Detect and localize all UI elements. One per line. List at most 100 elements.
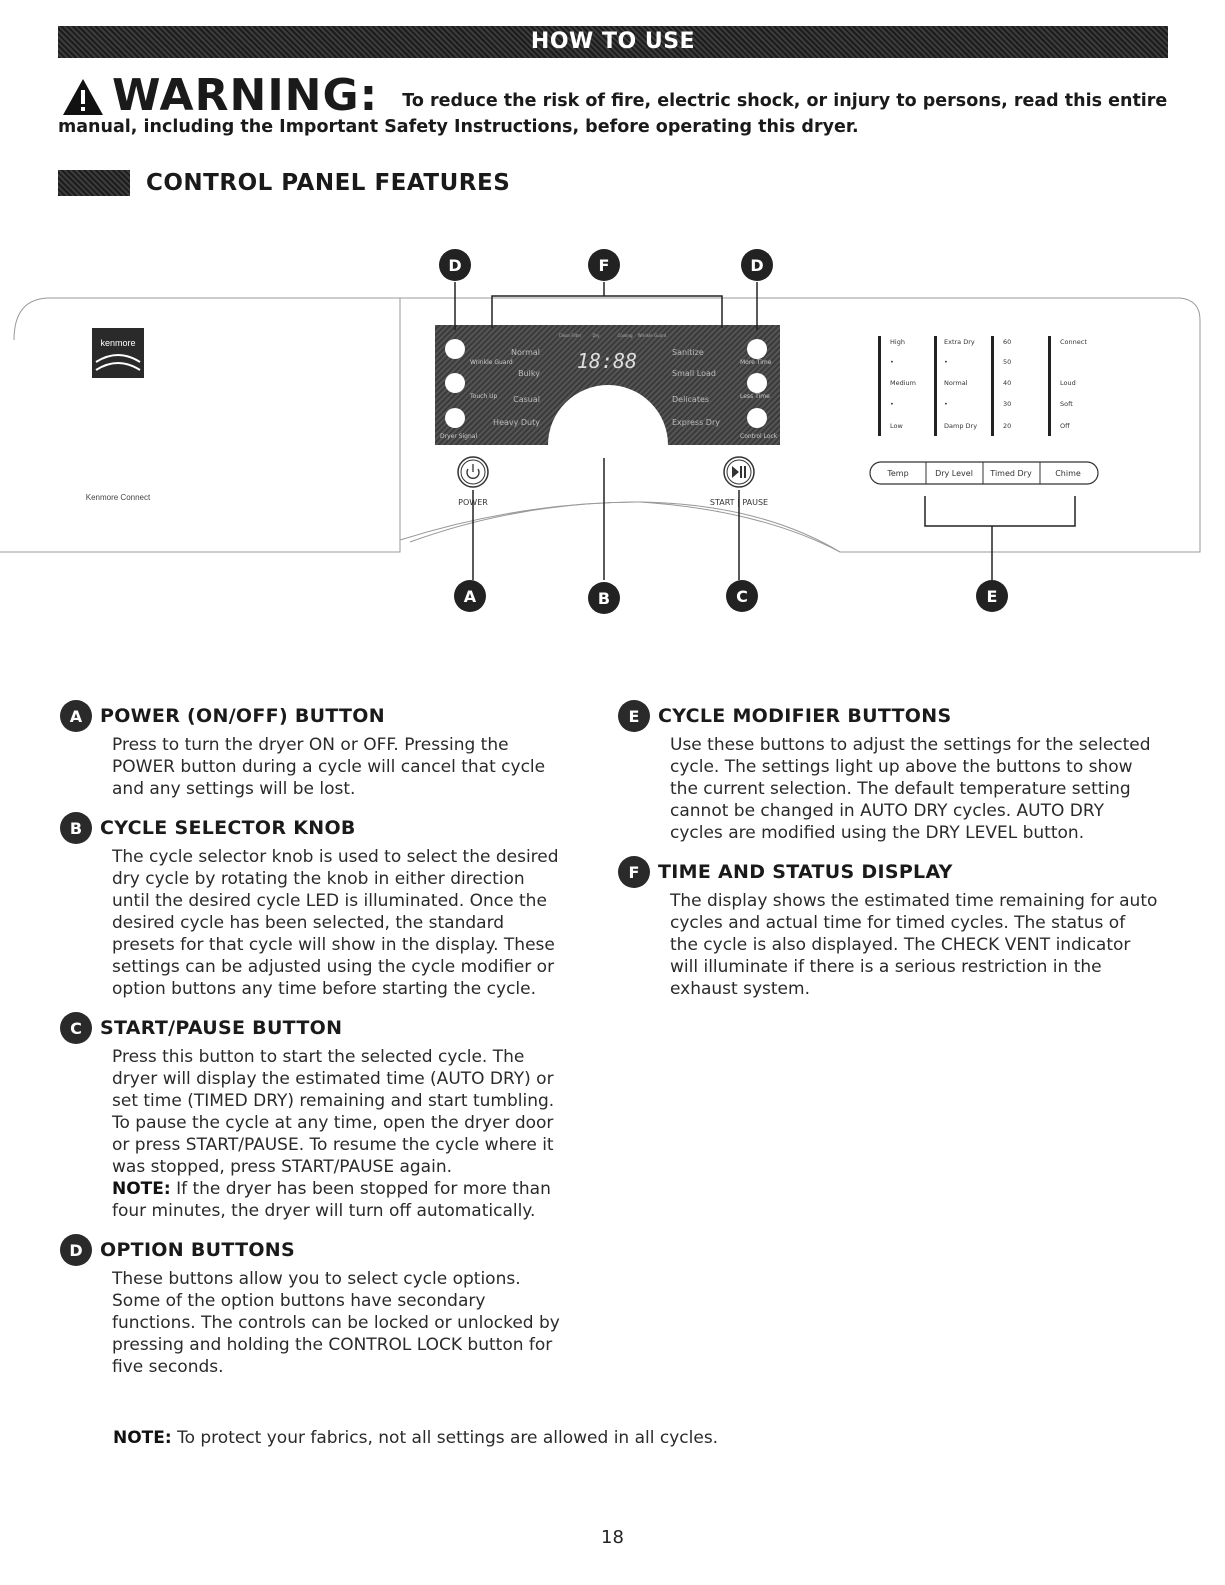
option-label: Dryer Signal [440, 433, 477, 440]
cycle-selector-knob[interactable] [548, 385, 668, 445]
svg-text:•: • [944, 400, 948, 408]
svg-text:Cooling: Cooling [618, 333, 633, 338]
modifier-chime[interactable]: Chime [1055, 469, 1081, 478]
note-label: NOTE: [112, 1179, 171, 1199]
item-time-status-display: F TIME AND STATUS DISPLAY The display sh… [618, 856, 1158, 1000]
badge-b: B [60, 812, 92, 844]
modifier-dry-level[interactable]: Dry Level [935, 469, 973, 478]
start-pause-button[interactable] [723, 456, 755, 488]
badge-e: E [618, 700, 650, 732]
svg-text:Off: Off [1060, 422, 1070, 430]
badge-d: D [60, 1234, 92, 1266]
callout-a [454, 580, 486, 612]
option-label: Touch Up [469, 393, 498, 400]
connect-label: Kenmore Connect [86, 493, 151, 502]
svg-text:Extra Dry: Extra Dry [944, 338, 975, 346]
cycle-label: Express Dry [672, 418, 720, 427]
time-display: 18:88 [577, 349, 637, 373]
item-body: The cycle selector knob is used to selec… [112, 847, 559, 999]
svg-text:F: F [599, 256, 610, 275]
svg-text:Low: Low [890, 422, 903, 430]
svg-text:Soft: Soft [1060, 400, 1073, 408]
panel-outline [0, 297, 1201, 553]
callout-badges: D F D A B C E [439, 249, 1008, 614]
svg-text:Dry: Dry [592, 333, 600, 338]
svg-text:C: C [736, 587, 748, 606]
callout-d-left [439, 249, 471, 281]
footer-note-label: NOTE: [113, 1428, 172, 1448]
svg-text:E: E [987, 587, 998, 606]
option-button-less-time[interactable] [747, 373, 767, 393]
option-button-wrinkle-guard[interactable] [445, 339, 465, 359]
warning-icon [63, 79, 103, 115]
svg-text:•: • [890, 358, 894, 366]
item-title: CYCLE MODIFIER BUTTONS [658, 705, 952, 727]
callout-b [588, 582, 620, 614]
option-button-control-lock[interactable] [747, 408, 767, 428]
option-button-dryer-signal[interactable] [445, 408, 465, 428]
svg-text:Loud: Loud [1060, 379, 1076, 387]
modifier-temp[interactable]: Temp [886, 469, 908, 478]
svg-text:60: 60 [1003, 338, 1011, 346]
item-title: TIME AND STATUS DISPLAY [658, 861, 953, 883]
left-column: A POWER (ON/OFF) BUTTON Press to turn th… [60, 700, 560, 1390]
control-panel-diagram: kenmore Kenmore Connect Wrinkle Guard To… [0, 249, 1201, 614]
section-header: CONTROL PANEL FEATURES [58, 170, 510, 196]
display-icons: Clean Filter Dry Cooling Wrinkle Guard [559, 333, 667, 338]
option-label: Wrinkle Guard [470, 359, 513, 366]
right-option-buttons: More Time Less Time Control Lock [740, 339, 778, 440]
warning-text-line2: manual, including the Important Safety I… [58, 117, 859, 137]
warning-text-line1: To reduce the risk of fire, electric sho… [402, 91, 1168, 111]
power-icon [466, 468, 480, 479]
svg-text:20: 20 [1003, 422, 1011, 430]
option-button-more-time[interactable] [747, 339, 767, 359]
brand-text: kenmore [100, 338, 135, 348]
item-title: OPTION BUTTONS [100, 1239, 295, 1261]
right-column: E CYCLE MODIFIER BUTTONS Use these butto… [618, 700, 1158, 1012]
cycle-label: Normal [511, 348, 540, 357]
option-label: Less Time [740, 393, 770, 400]
power-button[interactable] [457, 456, 489, 488]
svg-text:30: 30 [1003, 400, 1011, 408]
callout-c [726, 580, 758, 612]
note-text: If the dryer has been stopped for more t… [112, 1179, 551, 1221]
modifier-timed-dry[interactable]: Timed Dry [989, 469, 1032, 478]
section-marker [58, 170, 130, 196]
svg-text:D: D [448, 256, 461, 275]
svg-text:Medium: Medium [890, 379, 916, 387]
option-label: Control Lock [740, 433, 778, 440]
play-pause-icon [732, 466, 739, 478]
svg-text:High: High [890, 338, 905, 346]
svg-text:Damp Dry: Damp Dry [944, 422, 977, 430]
warning-header: WARNING: To reduce the risk of fire, ele… [62, 70, 1167, 118]
option-button-touch-up[interactable] [445, 373, 465, 393]
cycle-label: Heavy Duty [493, 418, 540, 427]
warning-word: WARNING: [112, 70, 379, 121]
footer-note-text: To protect your fabrics, not all setting… [171, 1428, 719, 1448]
svg-text:Wrinkle Guard: Wrinkle Guard [638, 333, 667, 338]
item-option-buttons: D OPTION BUTTONS These buttons allow you… [60, 1234, 560, 1378]
callout-e [976, 580, 1008, 612]
badge-a: A [60, 700, 92, 732]
callout-d-right [741, 249, 773, 281]
item-note: NOTE: If the dryer has been stopped for … [112, 1178, 560, 1222]
item-cycle-modifier-buttons: E CYCLE MODIFIER BUTTONS Use these butto… [618, 700, 1158, 844]
svg-text:50: 50 [1003, 358, 1011, 366]
svg-text:40: 40 [1003, 379, 1011, 387]
left-option-buttons: Wrinkle Guard Touch Up Dryer Signal [440, 339, 513, 440]
svg-text:Connect: Connect [1060, 338, 1087, 346]
footer-note: NOTE: To protect your fabrics, not all s… [113, 1428, 718, 1448]
item-title: START/PAUSE BUTTON [100, 1017, 343, 1039]
item-cycle-selector-knob: B CYCLE SELECTOR KNOB The cycle selector… [60, 812, 560, 1000]
item-title: CYCLE SELECTOR KNOB [100, 817, 356, 839]
badge-c: C [60, 1012, 92, 1044]
section-banner: HOW TO USE [58, 26, 1168, 58]
cycle-label: Small Load [672, 369, 716, 378]
svg-text:•: • [944, 358, 948, 366]
item-title: POWER (ON/OFF) BUTTON [100, 705, 385, 727]
modifier-buttons: Temp Dry Level Timed Dry Chime [869, 461, 1099, 485]
cycle-label: Casual [513, 395, 540, 404]
item-body: These buttons allow you to select cycle … [112, 1269, 560, 1377]
svg-text:D: D [750, 256, 763, 275]
callout-lines [454, 282, 1076, 580]
